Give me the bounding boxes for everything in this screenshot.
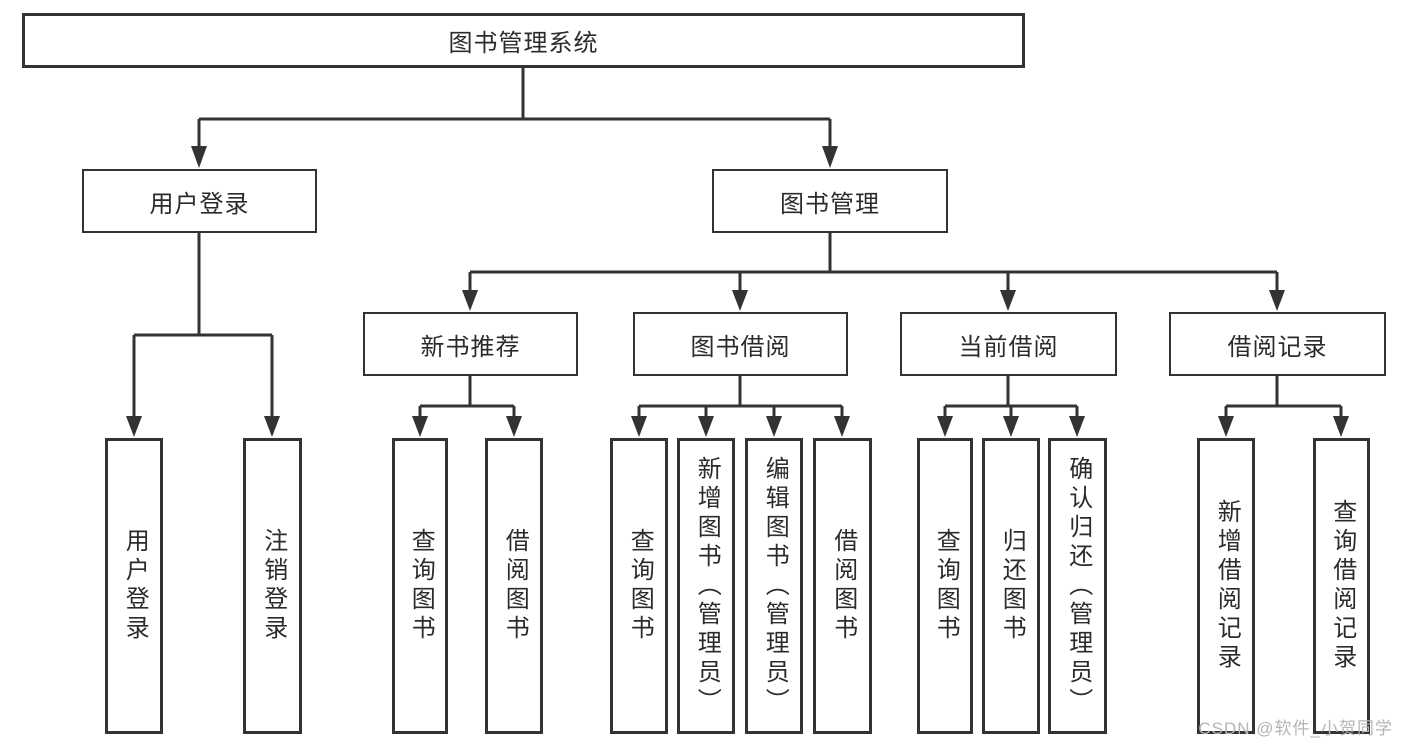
leaf-recommend-borrow-books: 借阅图书 [485,438,543,734]
csdn-watermark: CSDN @软件_小贺同学 [1198,719,1393,738]
node-label: 用户登录 [121,528,149,644]
node-label: 归还图书 [998,528,1026,644]
leaf-records-add-borrow-record: 新增借阅记录 [1197,438,1255,734]
node-label: 查询图书 [932,528,960,644]
node-user-login: 用户登录 [82,169,317,233]
tree-edges [132,68,1343,417]
leaf-records-query-borrow-record: 查询借阅记录 [1313,438,1370,734]
leaf-borrow-query-books: 查询图书 [610,438,668,734]
node-current-borrow: 当前借阅 [900,312,1117,376]
leaf-borrow-add-books-admin: 新增图书（管理员） [677,438,735,734]
leaf-recommend-query-books: 查询图书 [392,438,448,734]
leaf-current-query-books: 查询图书 [917,438,973,734]
leaf-current-return-books: 归还图书 [982,438,1040,734]
node-label: 借阅图书 [829,528,857,644]
node-label: 借阅记录 [1227,333,1328,361]
node-book-borrow: 图书借阅 [633,312,848,376]
node-label: 查询借阅记录 [1328,499,1356,673]
node-label: 查询图书 [407,528,435,644]
node-label: 当前借阅 [958,333,1059,361]
leaf-logout: 注销登录 [243,438,302,734]
leaf-borrow-edit-books-admin: 编辑图书（管理员） [745,438,803,734]
node-book-management: 图书管理 [712,169,948,233]
node-root: 图书管理系统 [22,13,1025,68]
leaf-current-confirm-return-admin: 确认归还（管理员） [1048,438,1107,734]
node-label: 确认归还（管理员） [1064,455,1092,717]
node-label: 用户登录 [149,190,250,218]
node-label: 新书推荐 [420,333,521,361]
node-label: 查询图书 [626,528,654,644]
node-label: 图书管理系统 [448,30,599,57]
node-label: 图书借阅 [690,333,791,361]
leaf-borrow-borrow-books: 借阅图书 [813,438,872,734]
node-borrow-records: 借阅记录 [1169,312,1386,376]
node-label: 图书管理 [780,190,880,218]
node-label: 新增借阅记录 [1213,499,1241,673]
node-label: 新增图书（管理员） [693,455,721,717]
node-label: 编辑图书（管理员） [761,455,789,717]
node-label: 注销登录 [259,528,287,644]
node-new-book-recommend: 新书推荐 [363,312,578,376]
leaf-user-login: 用户登录 [105,438,163,734]
arrowheads [126,146,1349,437]
node-label: 借阅图书 [501,528,529,644]
